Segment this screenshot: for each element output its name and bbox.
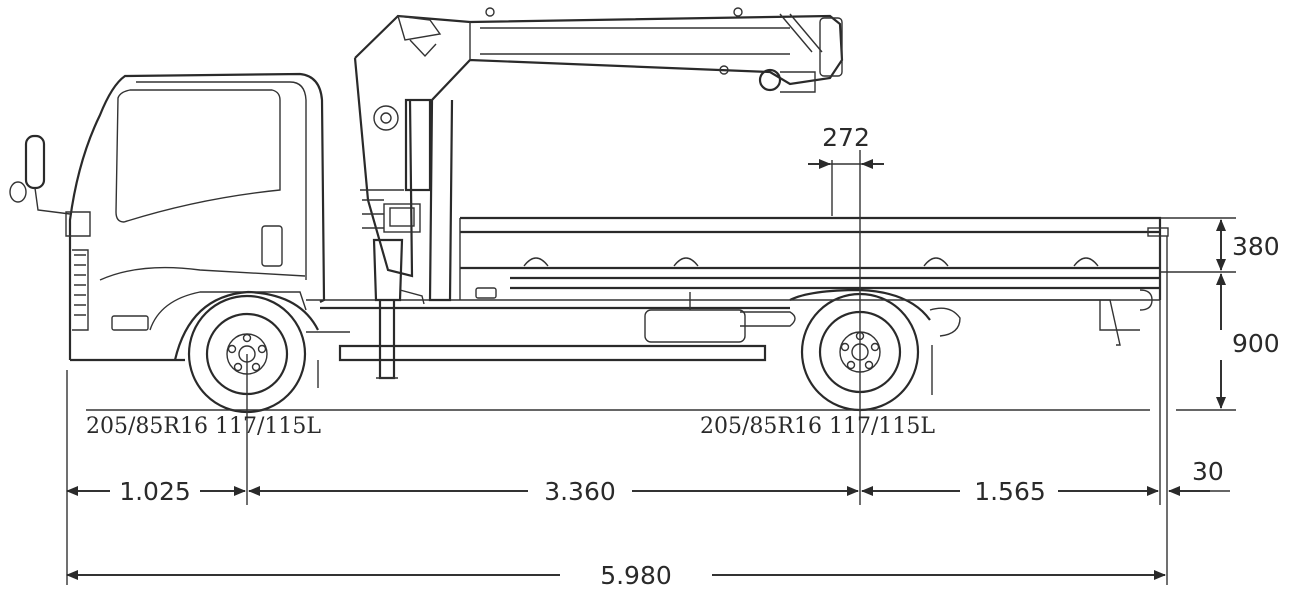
front-tire-label: 205/85R16 117/115L [86, 414, 321, 439]
rear-light [475, 287, 497, 299]
truck [9, 7, 1169, 414]
crane [353, 7, 844, 380]
rear-extension-label: 30 [1192, 457, 1224, 486]
side-height-label: 380 [1232, 232, 1280, 261]
side-mirror [9, 134, 71, 215]
rear-tire-label: 205/85R16 117/115L [700, 414, 935, 439]
wheelbase-label: 3.360 [544, 477, 616, 506]
overall-length-label: 5.980 [600, 561, 672, 590]
front-overhang-label: 1.025 [119, 477, 191, 506]
offset-label: 272 [822, 123, 870, 152]
chassis [306, 292, 1160, 395]
rear-overhang-label: 1.565 [974, 477, 1046, 506]
dimension-lines: 1.025 3.360 1.565 30 5.980 272 380 900 [66, 123, 1280, 590]
cab [65, 72, 326, 362]
floor-height-label: 900 [1232, 329, 1280, 358]
flat-bed [459, 216, 1169, 311]
